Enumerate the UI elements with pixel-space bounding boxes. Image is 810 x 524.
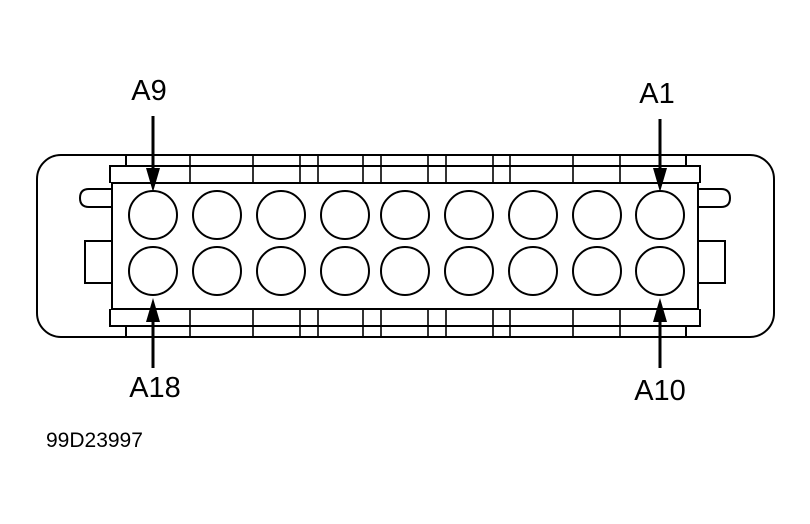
label-a18: A18 [129,372,181,404]
pin-a18 [128,246,178,296]
pin-a16 [256,246,306,296]
arrow-a18 [146,298,160,368]
pin-a8 [192,190,242,240]
left-lock [84,240,113,284]
pin-a12 [508,246,558,296]
pin-a5 [380,190,430,240]
pin-array [128,190,685,296]
label-a10: A10 [634,375,686,407]
figure-id: 99D23997 [46,429,143,452]
pin-a13 [444,246,494,296]
pin-a11 [572,246,622,296]
pin-a17 [192,246,242,296]
left-latch-tab [78,188,112,208]
arrow-a9 [146,116,160,192]
arrow-a10 [653,298,667,368]
connector-housing [36,154,775,338]
pin-a7 [256,190,306,240]
pin-a6 [320,190,370,240]
pin-a1 [635,190,685,240]
right-lock [697,240,726,284]
top-rib-strip [109,154,701,183]
right-latch-tab [698,188,732,208]
pin-a3 [508,190,558,240]
bottom-rib-strip [109,309,701,338]
pin-a2 [572,190,622,240]
pin-a4 [444,190,494,240]
label-a1: A1 [639,78,674,110]
label-a9: A9 [131,75,166,107]
pin-a9 [128,190,178,240]
pin-a14 [380,246,430,296]
pin-a10 [635,246,685,296]
pin-a15 [320,246,370,296]
arrow-a1 [653,119,667,192]
